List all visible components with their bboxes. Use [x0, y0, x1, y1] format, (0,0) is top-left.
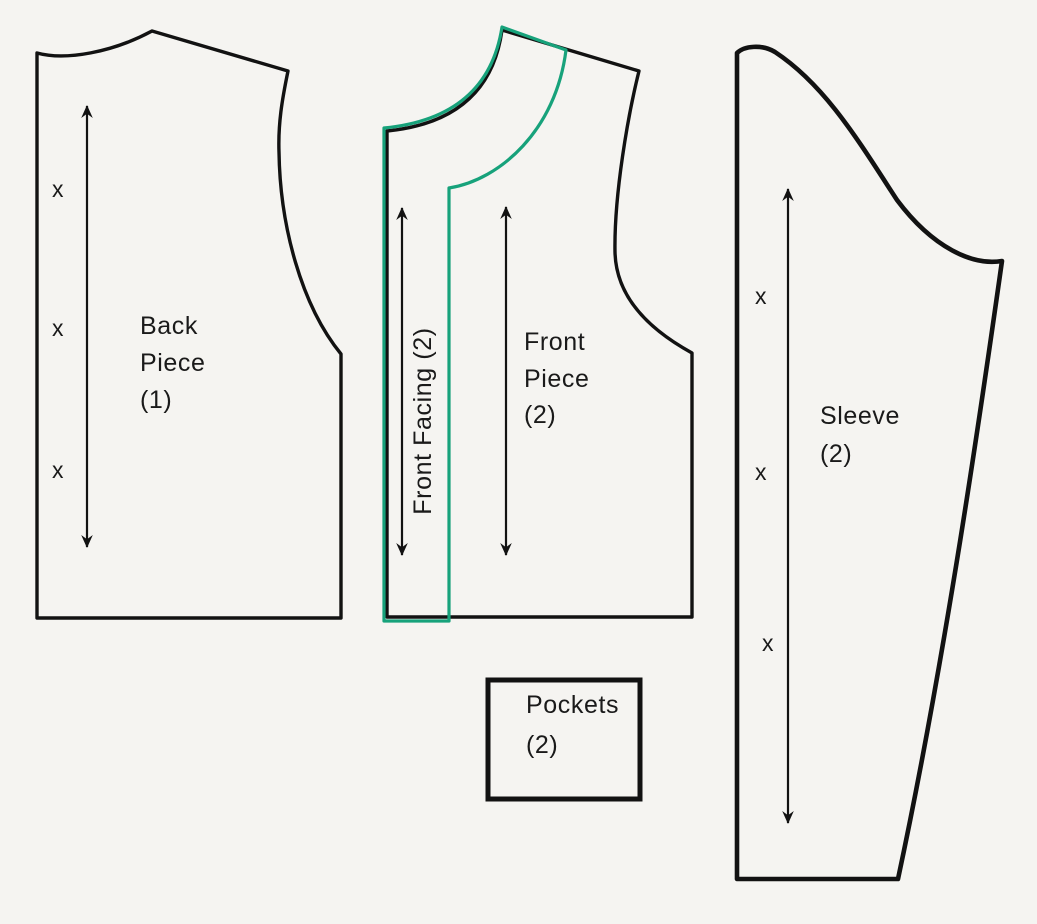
front-piece: Front Piece (2) — [385, 28, 694, 619]
pocket-outline — [485, 677, 643, 802]
front-facing-label: Front Facing (2) — [409, 327, 437, 514]
back-grain-mark: x — [52, 315, 64, 341]
front-piece-label: (2) — [524, 401, 556, 429]
back-piece-label: Piece — [140, 349, 206, 377]
sleeve-piece: x x x Sleeve (2) — [734, 44, 1005, 882]
back-piece-outline — [35, 29, 343, 620]
sleeve-label: (2) — [820, 440, 852, 468]
front-piece-outline — [385, 28, 694, 619]
front-piece-label: Front — [524, 328, 585, 356]
pockets-label: Pockets — [526, 691, 619, 719]
sleeve-outline — [734, 44, 1005, 882]
back-grain-mark: x — [52, 176, 64, 202]
pockets-label: (2) — [526, 731, 558, 759]
back-piece: x x x Back Piece (1) — [35, 29, 343, 620]
pockets-piece: Pockets (2) — [485, 677, 643, 802]
sleeve-grain-mark: x — [762, 630, 774, 656]
front-facing-piece: Front Facing (2) — [382, 25, 568, 623]
sleeve-grain-mark: x — [755, 283, 767, 309]
front-piece-label: Piece — [524, 365, 590, 393]
sleeve-label: Sleeve — [820, 402, 900, 430]
sleeve-grain-mark: x — [755, 459, 767, 485]
back-piece-label: (1) — [140, 386, 172, 414]
front-facing-outline — [382, 25, 568, 623]
back-piece-label: Back — [140, 312, 198, 340]
back-grain-mark: x — [52, 457, 64, 483]
